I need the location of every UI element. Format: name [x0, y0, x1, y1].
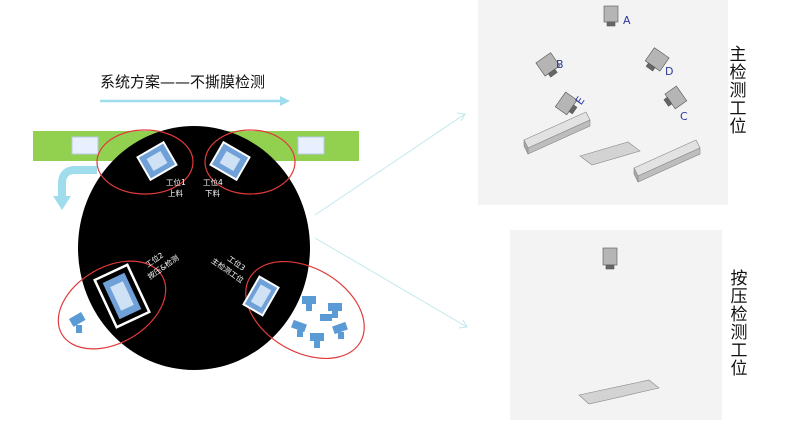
inspection-plate [579, 141, 641, 166]
station-1-ring [96, 129, 194, 195]
station-1-fixture [136, 140, 178, 182]
station-3-ring [245, 260, 365, 360]
connector-upper [314, 113, 466, 216]
station-3-camera-group [291, 296, 348, 348]
camera-label-a: A [623, 14, 631, 27]
station-4-fixture [209, 140, 251, 182]
camera-label-d: D [665, 65, 673, 78]
camera-e [554, 91, 578, 116]
camera-c [663, 85, 688, 110]
press-plate [578, 379, 660, 405]
rotary-table [78, 126, 310, 370]
main-station-label: 主检测工位 [729, 45, 747, 137]
diagram-title: 系统方案——不撕膜检测 [100, 73, 266, 91]
connector-lower [314, 237, 468, 328]
direction-arrow [100, 96, 290, 106]
station-2-fixture [93, 263, 151, 329]
camera-a [603, 5, 619, 27]
station-2-camera-icon [68, 312, 86, 333]
station-1-task: 上料 [168, 188, 183, 198]
station-3-fixture [242, 275, 280, 317]
conveyor-slot-left [71, 136, 99, 155]
linear-rail-left [523, 111, 591, 155]
station-4-name: 工位4 [203, 177, 223, 187]
conveyor-slot-right [297, 136, 325, 155]
camera-label-c: C [680, 110, 688, 123]
station-2-ring [57, 260, 167, 350]
camera-label-e: E [573, 94, 588, 107]
station-4-task: 下料 [205, 188, 220, 198]
station-4-ring [204, 129, 296, 195]
station-1-name: 工位1 [166, 177, 186, 187]
main-station-panel [478, 0, 728, 205]
press-station-label: 按压检测工位 [730, 269, 748, 379]
camera-b [535, 52, 561, 78]
curved-arrow [58, 166, 97, 198]
camera-d [644, 47, 670, 72]
linear-rail-right [633, 139, 701, 183]
camera-label-b: B [556, 58, 564, 71]
press-camera [602, 247, 618, 270]
